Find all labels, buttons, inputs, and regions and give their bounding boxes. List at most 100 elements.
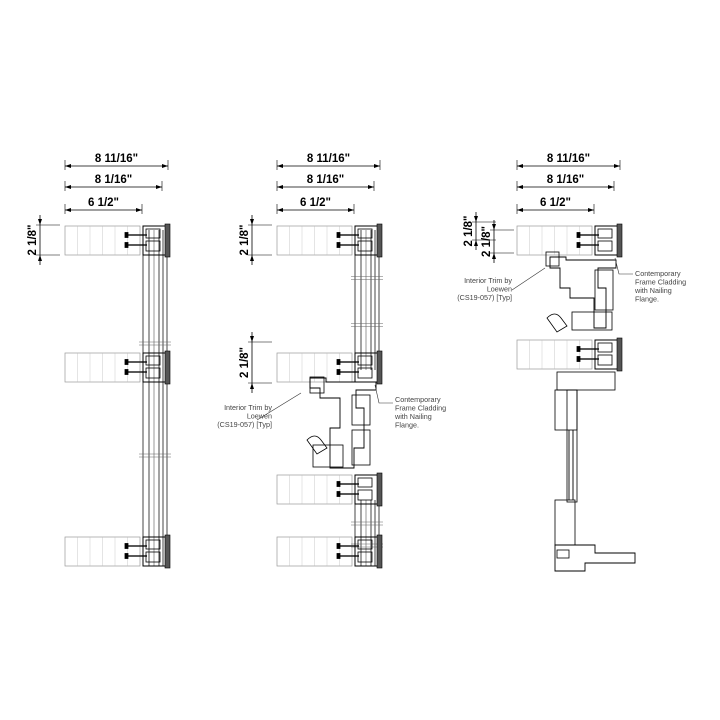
callout-text-line: Flange. [395, 421, 419, 430]
cladding-profile [376, 223, 383, 258]
cladding-profile [164, 534, 171, 569]
arrow-icon [277, 185, 283, 189]
horizontal-dimension: 6 1/2" [64, 197, 143, 214]
cladding-profile [376, 534, 383, 569]
dimension-label: 8 1/16" [547, 174, 584, 186]
frame-chamber [357, 240, 373, 252]
frame-head-profile [142, 350, 171, 385]
arrow-icon [65, 164, 71, 168]
section-panel-middle: 8 11/16"8 1/16"6 1/2"2 1/8"2 1/8"Interio… [217, 153, 446, 569]
section-panel-left: 8 11/16"8 1/16"6 1/2"2 1/8" [27, 153, 171, 569]
horizontal-dimension: 8 11/16" [276, 153, 381, 170]
screw-head [336, 481, 341, 487]
frame-chamber [357, 228, 373, 239]
dimension-label: 2 1/8" [463, 215, 475, 246]
frame-head-profile [142, 223, 171, 258]
arrow-icon [474, 240, 478, 246]
screw-head [576, 232, 581, 238]
frame-head-profile [354, 472, 383, 507]
frame-chamber [145, 228, 161, 239]
arrow-icon [517, 208, 523, 212]
callout-text-line: Interior Trim by [224, 403, 272, 412]
screw-head [124, 553, 129, 559]
screw-head [336, 242, 341, 248]
frame-profile [351, 394, 371, 426]
horizontal-dimension: 8 1/16" [64, 174, 163, 191]
screw-head [336, 543, 341, 549]
frame-profile [594, 269, 614, 311]
arrow-icon [65, 185, 71, 189]
frame-chamber [145, 551, 161, 563]
arrow-icon [348, 208, 354, 212]
window-jamb-section [139, 230, 171, 566]
vertical-dimension: 2 1/8" [463, 212, 496, 250]
dimension-label: 8 1/16" [95, 174, 132, 186]
screw-head [336, 232, 341, 238]
dimension-label: 8 1/16" [307, 174, 344, 186]
cladding-profile [164, 350, 171, 385]
frame-chamber [145, 240, 161, 252]
sill-profile [306, 376, 377, 469]
arrow-icon [277, 164, 283, 168]
arrow-icon [517, 164, 523, 168]
sill-outline [549, 256, 617, 329]
frame-chamber [597, 228, 613, 239]
arrow-icon [250, 336, 254, 342]
cladding-profile [616, 223, 623, 258]
callout-text-line: (CS19-057) [Typ] [217, 420, 272, 429]
screw-head [124, 543, 129, 549]
trim-flip-profile [306, 435, 328, 455]
arrow-icon [38, 219, 42, 225]
trim-profile [309, 376, 325, 394]
callout-text-line: Frame Cladding [395, 404, 446, 413]
arrow-icon [614, 164, 620, 168]
interior-trim-block [64, 352, 147, 383]
arrow-icon [250, 219, 254, 225]
arrow-icon [374, 164, 380, 168]
arrow-icon [250, 255, 254, 261]
screw-head [576, 356, 581, 362]
horizontal-dimension: 8 1/16" [516, 174, 615, 191]
callout-text-line: with Nailing [394, 412, 432, 421]
dimension-label: 8 11/16" [547, 153, 590, 165]
interior-trim-block [64, 536, 147, 567]
horizontal-dimension: 8 1/16" [276, 174, 375, 191]
dimension-label: 2 1/8" [239, 347, 251, 378]
frame-chamber [597, 354, 613, 366]
callout-text-line: (CS19-057) [Typ] [457, 293, 512, 302]
arrow-icon [608, 185, 614, 189]
interior-trim-block [276, 536, 359, 567]
interior-trim-block [276, 474, 359, 505]
leader-line [374, 384, 393, 404]
sill-profile [545, 251, 636, 572]
frame-chamber [597, 240, 613, 252]
frame-chamber [357, 489, 373, 501]
callout-text-line: Frame Cladding [635, 278, 686, 287]
sill-outline [554, 544, 636, 572]
frame-head-profile [354, 350, 383, 385]
screw-head [576, 242, 581, 248]
arrow-icon [65, 208, 71, 212]
dimension-label: 8 11/16" [95, 153, 138, 165]
frame-chamber [145, 539, 161, 550]
horizontal-dimension: 8 11/16" [516, 153, 621, 170]
arrow-icon [474, 216, 478, 222]
screw-head [576, 346, 581, 352]
vertical-dimension: 2 1/8" [481, 220, 514, 263]
cladding-profile [616, 337, 623, 372]
arrow-icon [250, 383, 254, 389]
screw-head [124, 369, 129, 375]
trim-profile [312, 444, 344, 468]
callout-text-line: Contemporary [635, 269, 681, 278]
interior-trim-block [516, 339, 599, 370]
frame-head-profile [594, 337, 623, 372]
horizontal-dimension: 6 1/2" [276, 197, 355, 214]
screw-head [124, 232, 129, 238]
frame-profile [566, 389, 578, 503]
interior-trim-block [276, 225, 359, 256]
leader-line [511, 267, 546, 291]
leader-line [614, 257, 633, 275]
frame-chamber [145, 355, 161, 366]
dimension-label: 6 1/2" [88, 197, 119, 209]
